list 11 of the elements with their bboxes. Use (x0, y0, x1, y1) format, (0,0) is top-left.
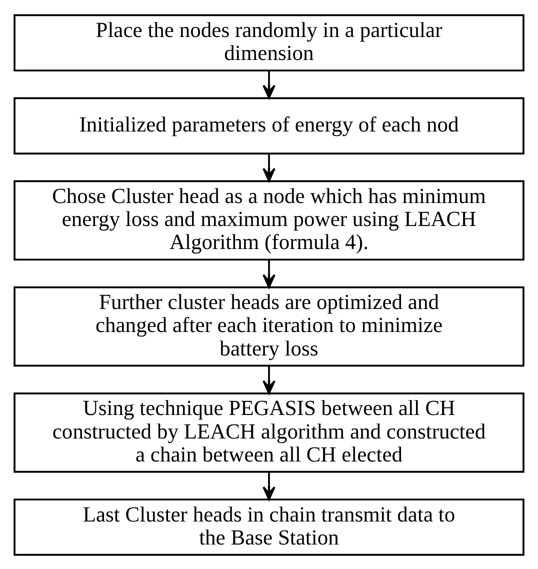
node-box: Last Cluster heads in chain transmit data to the Base Station (14, 498, 524, 556)
arrow (262, 365, 276, 394)
arrow (262, 70, 276, 98)
arrow (262, 153, 276, 182)
arrow (262, 259, 276, 288)
node-box: Using technique PEGASIS between all CH constructed by LEACH algorithm and constructed a chain between all CH elected (14, 392, 524, 472)
node-box: Further cluster heads are optimized and changed after each iteration to minimize battery loss (14, 286, 524, 366)
arrow (262, 471, 276, 500)
node-box: Chose Cluster head as a node which has minimum energy loss and maximum power using LEACH Algorithm (formula 4). (14, 180, 524, 260)
node-box: Place the nodes randomly in a particular dimension (14, 14, 524, 71)
node-box: Initialized parameters of energy of each nod (14, 96, 524, 154)
